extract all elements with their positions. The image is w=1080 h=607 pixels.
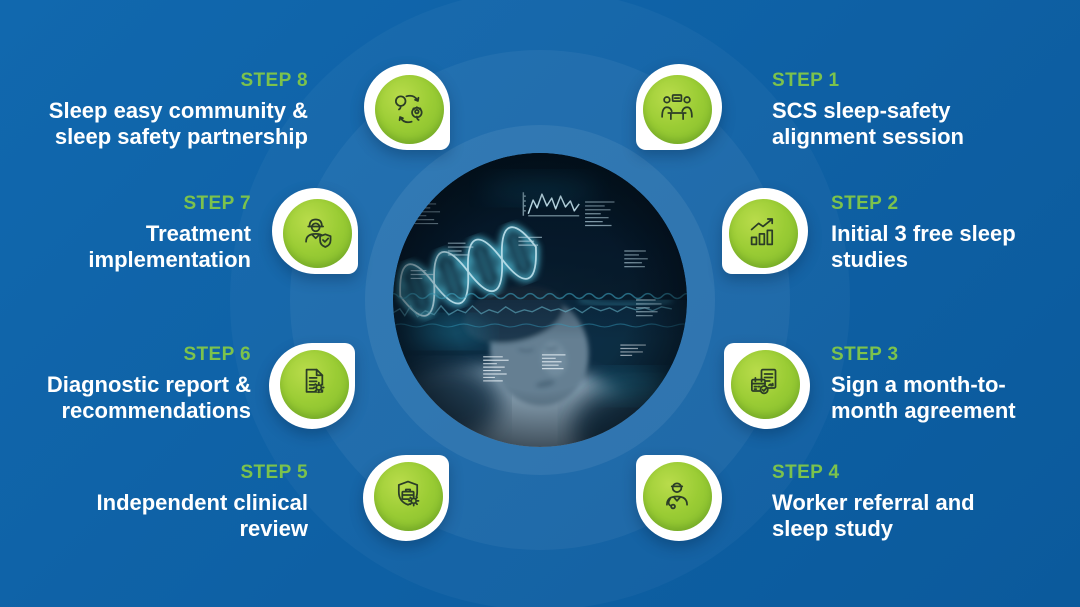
step-2-title: Initial 3 free sleep studies (831, 221, 1016, 273)
step-8-text: STEP 8 Sleep easy community & sleep safe… (0, 70, 308, 151)
step-8-badge (364, 64, 450, 150)
step-4-text: STEP 4 Worker referral and sleep study (772, 462, 1032, 543)
step-1-badge (636, 64, 722, 150)
step-3-title: Sign a month-to- month agreement (831, 372, 1016, 424)
step-6-title: Diagnostic report & recommendations (46, 372, 251, 424)
step-7-badge-circle (282, 198, 352, 268)
step-6-badge (269, 343, 355, 429)
step-4-label: STEP 4 (772, 462, 840, 483)
step-3-badge-circle (730, 349, 800, 419)
step-5-badge (363, 455, 449, 541)
step-6-text: STEP 6 Diagnostic report & recommendatio… (0, 344, 251, 425)
step-6-badge-circle (279, 349, 349, 419)
step-7-text: STEP 7 Treatment implementation (0, 193, 251, 274)
clinical-shield-icon (397, 480, 420, 507)
doctor-icon (666, 482, 688, 510)
step-5-title: Independent clinical review (96, 490, 308, 542)
step-7-label: STEP 7 (183, 193, 251, 214)
step-8-badge-circle (374, 74, 444, 144)
report-gear-icon (305, 368, 325, 394)
worker-shield-icon (305, 218, 332, 248)
sleep-data-photo (393, 153, 687, 447)
step-1-title: SCS sleep-safety alignment session (772, 98, 964, 150)
step-2-badge-circle (728, 198, 798, 268)
step-7-badge (272, 188, 358, 274)
step-2-label: STEP 2 (831, 193, 899, 214)
step-3-badge (724, 343, 810, 429)
step-8-title: Sleep easy community & sleep safety part… (48, 98, 308, 150)
step-1-badge-circle (642, 74, 712, 144)
step-1-label: STEP 1 (772, 70, 840, 91)
step-4-badge-circle (642, 461, 712, 531)
step-4-badge (636, 455, 722, 541)
step-8-label: STEP 8 (240, 70, 308, 91)
step-3-label: STEP 3 (831, 344, 899, 365)
step-5-text: STEP 5 Independent clinical review (0, 462, 308, 543)
center-photo (393, 153, 687, 447)
agreement-calendar-icon (751, 368, 777, 395)
meeting-icon (661, 94, 693, 120)
step-2-text: STEP 2 Initial 3 free sleep studies (831, 193, 1080, 274)
step-5-label: STEP 5 (240, 462, 308, 483)
step-1-text: STEP 1 SCS sleep-safety alignment sessio… (772, 70, 1032, 151)
step-2-badge (722, 188, 808, 274)
step-7-title: Treatment implementation (88, 221, 251, 273)
growth-chart-icon (750, 218, 774, 246)
step-5-badge-circle (373, 461, 443, 531)
step-6-label: STEP 6 (183, 344, 251, 365)
step-3-text: STEP 3 Sign a month-to- month agreement (831, 344, 1080, 425)
step-4-title: Worker referral and sleep study (772, 490, 975, 542)
knowledge-exchange-icon (395, 94, 423, 124)
